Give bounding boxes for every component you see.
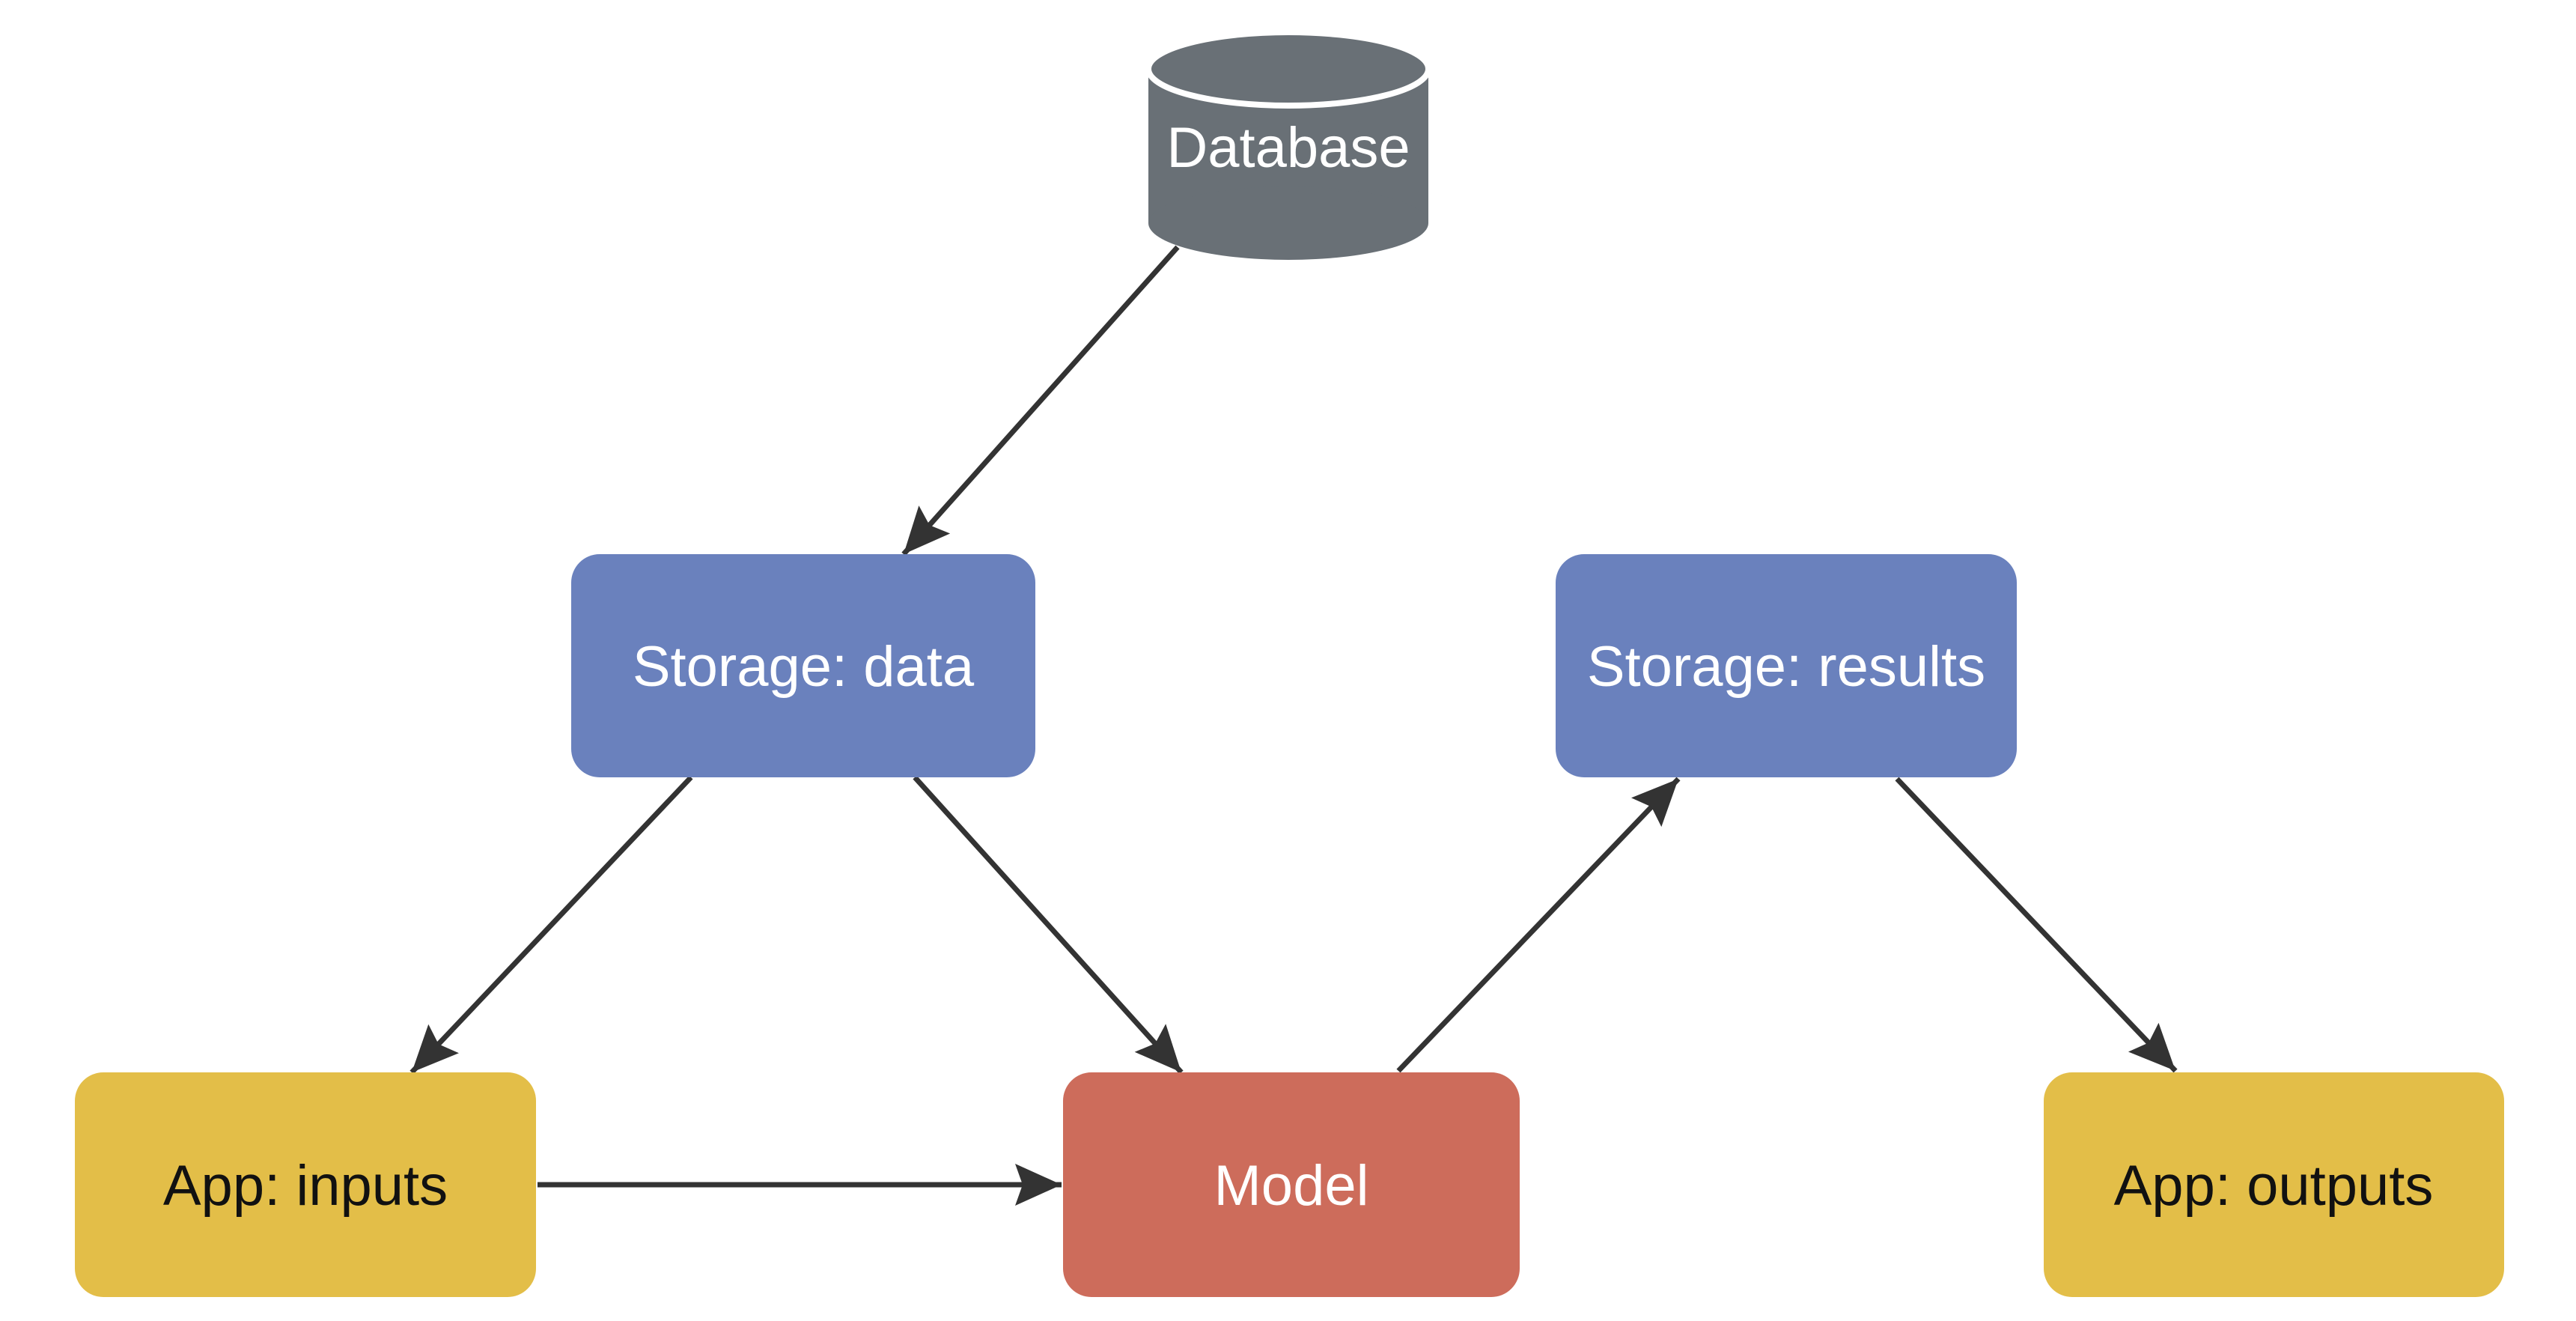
edge-storage-results-to-app-outputs bbox=[1895, 777, 2178, 1073]
app-inputs-box bbox=[75, 1072, 536, 1297]
storage-results-label: Storage: results bbox=[1587, 635, 1985, 699]
app-outputs-label: App: outputs bbox=[2114, 1154, 2434, 1218]
storage-results-box bbox=[1556, 554, 2017, 777]
storage-data-box bbox=[571, 554, 1035, 777]
storage-data-label: Storage: data bbox=[633, 635, 975, 699]
edge-model-to-storage-results bbox=[1396, 777, 1681, 1073]
model-label: Model bbox=[1214, 1154, 1369, 1218]
edge-storage-data-to-model bbox=[913, 775, 1184, 1075]
node-database: Database bbox=[1145, 29, 1431, 260]
node-app-outputs: App: outputs bbox=[2044, 1072, 2504, 1297]
node-app-inputs: App: inputs bbox=[75, 1072, 536, 1297]
app-outputs-box bbox=[2044, 1072, 2504, 1297]
model-box bbox=[1063, 1072, 1520, 1297]
app-inputs-label: App: inputs bbox=[163, 1154, 448, 1218]
edges-layer bbox=[409, 245, 2178, 1206]
database-cylinder-bottom bbox=[1148, 186, 1428, 260]
node-storage-results: Storage: results bbox=[1556, 554, 2017, 777]
edge-storage-data-to-app-inputs bbox=[409, 775, 693, 1075]
node-model: Model bbox=[1063, 1072, 1520, 1297]
edge-database-to-storage-data bbox=[901, 245, 1180, 556]
database-cylinder-top bbox=[1145, 29, 1431, 109]
node-storage-data: Storage: data bbox=[571, 554, 1035, 777]
database-label: Database bbox=[1166, 116, 1410, 180]
